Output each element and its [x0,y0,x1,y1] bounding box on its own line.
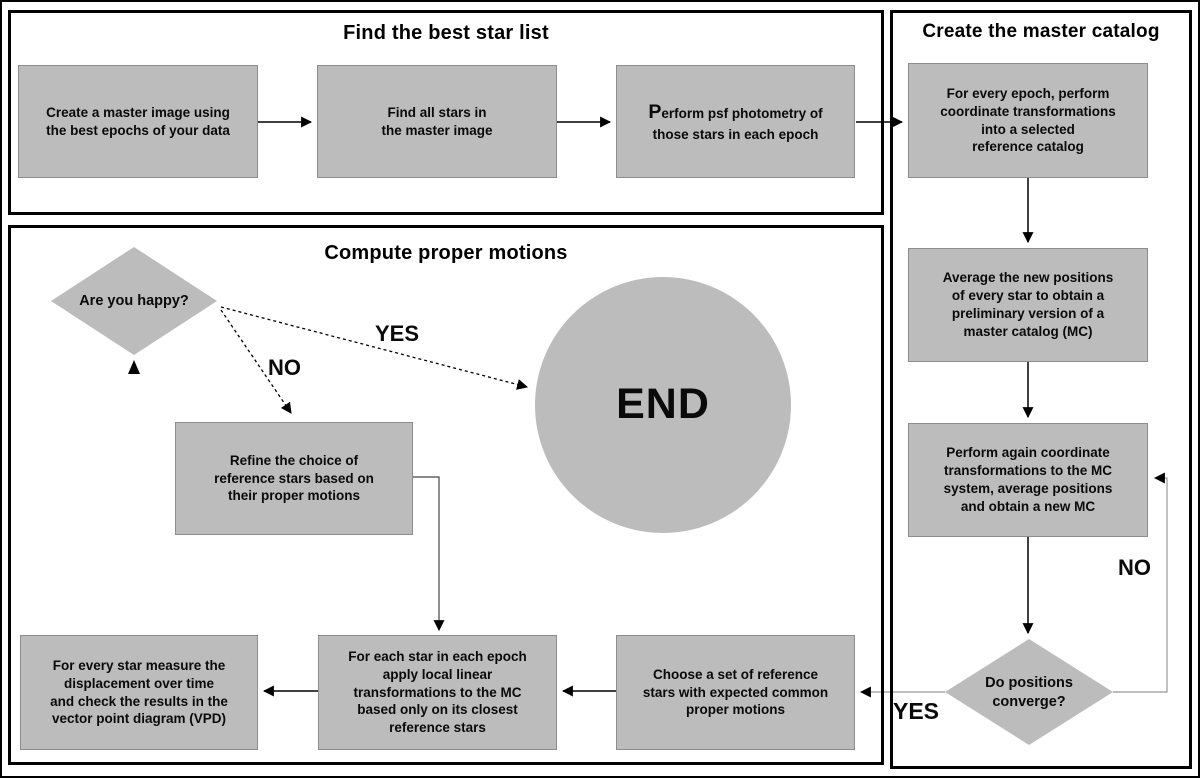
step-measure-displacement: For every star measure the displacement … [20,635,258,750]
step-choose-reference-stars: Choose a set of reference stars with exp… [616,635,855,750]
step-measure-displacement-label: For every star measure the displacement … [50,657,228,727]
step-average-positions-label: Average the new positions of every star … [942,270,1114,339]
panel-compute-proper-motions [8,225,884,765]
step-choose-reference-stars-label: Choose a set of reference stars with exp… [642,666,829,718]
step-create-master-image-label: Create a master image using the best epo… [46,104,230,138]
section-title-create-master-catalog: Create the master catalog [922,21,1160,42]
step-local-linear-transformations-label: For each star in each epoch apply local … [348,648,527,736]
step-transform-again: Perform again coordinate transformations… [908,423,1148,537]
arrowhead-into-are-you-happy [128,360,140,374]
step-refine-reference-stars-label: Refine the choice of reference stars bas… [214,452,374,504]
step-create-master-image: Create a master image using the best epo… [18,65,258,178]
panel-create-master-catalog [890,10,1192,769]
step-local-linear-transformations: For each star in each epoch apply local … [318,635,557,750]
decision-are-you-happy-label: Are you happy? [79,293,189,309]
panel-find-best-star-list [8,10,884,215]
decision-do-positions-converge-label: Do positions converge? [985,675,1073,710]
end-terminal-circle [535,277,791,533]
step-coordinate-transformations-label: For every epoch, perform coordinate tran… [940,85,1116,155]
connector-converge-no-loop [1113,472,1168,693]
step-psf-photometry: Perform psf photometry of those stars in… [616,65,855,178]
decision-do-positions-converge-diamond [945,639,1113,745]
step-psf-photometry-label: Perform psf photometry of those stars in… [648,100,823,142]
decision-are-you-happy-diamond [51,247,217,355]
section-title-compute-proper-motions: Compute proper motions [324,242,568,264]
step-coordinate-transformations: For every epoch, perform coordinate tran… [908,63,1148,178]
edge-label-converge-no: NO [1118,555,1151,580]
step-transform-again-label: Perform again coordinate transformations… [943,445,1113,514]
edge-label-happy-yes: YES [375,321,420,346]
dashed-arrow-happy-yes-to-end [220,306,529,390]
step-refine-reference-stars: Refine the choice of reference stars bas… [175,422,413,535]
end-terminal-label: END [616,380,710,428]
step-find-all-stars-label: Find all stars in the master image [381,104,493,138]
dashed-arrow-happy-no-to-refine [220,309,292,414]
edge-label-happy-no: NO [268,355,301,380]
edge-label-converge-yes: YES [893,698,940,724]
step-average-positions: Average the new positions of every star … [908,248,1148,362]
step-find-all-stars: Find all stars in the master image [317,65,557,178]
connector-refine-to-local-transformations [413,476,445,632]
section-title-find-best-star-list: Find the best star list [343,22,549,44]
